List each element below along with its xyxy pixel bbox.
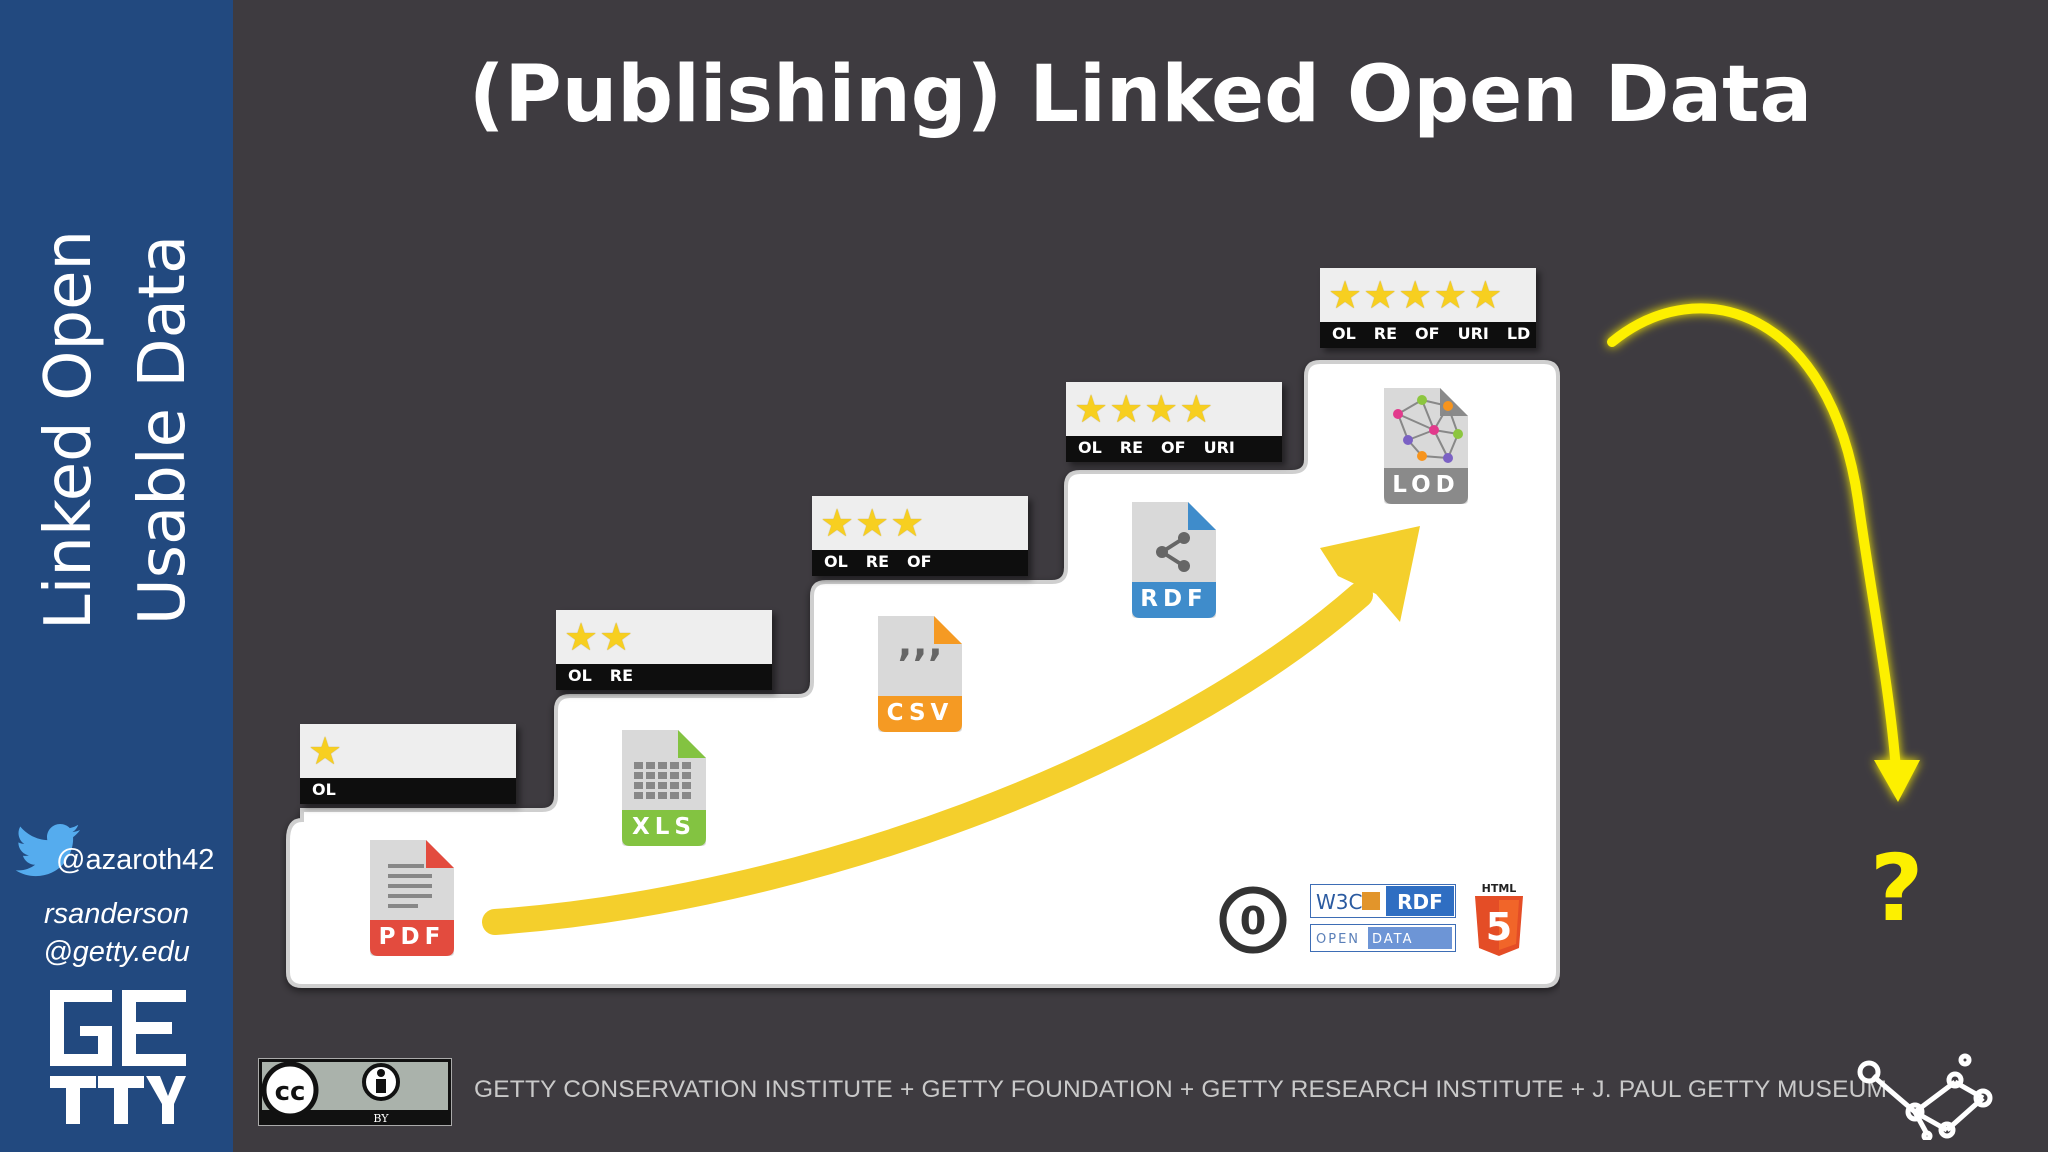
open-label: OPEN: [1316, 932, 1360, 947]
star-icon: ★: [1074, 387, 1109, 431]
star-label: URI: [1203, 438, 1235, 457]
star-rating: ★★: [556, 610, 772, 664]
cc0-public-domain-icon: 0: [1219, 886, 1287, 954]
star-icon: ★: [564, 615, 599, 659]
sidebar-title: Linked Open Usable Data: [16, 130, 216, 730]
share-nodes-icon-graphic: [1132, 502, 1216, 618]
star-label: LD: [1506, 324, 1531, 343]
star-labels: OL RE OF URI LD: [1320, 322, 1536, 348]
star-icon: ★: [1433, 273, 1468, 317]
html5-icon: HTML 5: [1475, 882, 1523, 956]
linked-graph-icon: LOD: [1378, 384, 1474, 506]
file-format-label: CSV: [886, 700, 954, 726]
star-label: OF: [1161, 438, 1186, 457]
html5-number: 5: [1486, 905, 1512, 949]
cc0-label: 0: [1240, 899, 1266, 943]
linked-graph-icon-graphic: [1384, 388, 1468, 504]
open-data-badge: OPEN DATA: [1310, 924, 1456, 952]
network-graph-logo-icon: [1857, 1053, 1993, 1140]
by-label: BY: [373, 1112, 389, 1125]
csv-quotes-icon-graphic: ’’’: [878, 616, 962, 732]
star-rating: ★★★: [812, 496, 1028, 550]
file-format-label: PDF: [378, 924, 446, 950]
star-labels: OL RE: [556, 664, 772, 690]
html-label: HTML: [1482, 882, 1517, 895]
star-labels: OL RE OF URI: [1066, 436, 1282, 462]
star-icon: ★: [1179, 387, 1214, 431]
file-format-label: RDF: [1140, 586, 1208, 612]
star-label: OL: [1078, 438, 1102, 457]
star-box-2: ★★ OL RE: [556, 610, 772, 690]
csv-quotes-icon: ’’’ CSV: [872, 612, 968, 734]
rdf-badge-label: RDF: [1397, 890, 1443, 914]
star-label: RE: [865, 552, 890, 571]
twitter-handle[interactable]: @azaroth42: [56, 844, 215, 876]
data-label: DATA: [1372, 932, 1414, 947]
star-icon: ★: [1363, 273, 1398, 317]
w3c-label: W3C: [1316, 890, 1362, 914]
star-icon: ★: [820, 501, 855, 545]
spreadsheet-icon-graphic: [622, 730, 706, 846]
cc-label: cc: [275, 1077, 306, 1107]
star-label: RE: [1119, 438, 1144, 457]
page-title: (Publishing) Linked Open Data: [468, 50, 1813, 140]
share-nodes-icon: RDF: [1126, 498, 1222, 620]
svg-text:’’’: ’’’: [897, 642, 943, 688]
star-label: OL: [568, 666, 592, 685]
star-rating: ★: [300, 724, 516, 778]
twitter-contact[interactable]: @azaroth42: [14, 822, 224, 882]
star-icon: ★: [1144, 387, 1179, 431]
sidebar: Linked Open Usable Data @azaroth42 rsand…: [0, 0, 233, 1152]
star-icon: ★: [1398, 273, 1433, 317]
getty-logo: [50, 990, 186, 1124]
star-box-1: ★ OL: [300, 724, 516, 804]
star-label: OL: [312, 780, 336, 799]
rising-arrow-head: [1320, 526, 1420, 622]
file-format-label: LOD: [1392, 472, 1460, 498]
star-icon: ★: [308, 729, 343, 773]
star-rating: ★★★★★: [1320, 268, 1536, 322]
institutions-footer: GETTY CONSERVATION INSTITUTE + GETTY FOU…: [474, 1076, 1888, 1103]
star-icon: ★: [599, 615, 634, 659]
w3c-rdf-badge: W3C RDF: [1310, 884, 1456, 918]
star-label: OF: [907, 552, 932, 571]
sidebar-title-line-1: Linked Open: [32, 229, 106, 631]
file-format-label: XLS: [632, 814, 696, 840]
star-label: RE: [609, 666, 634, 685]
spreadsheet-icon: XLS: [616, 726, 712, 848]
question-mark: ?: [1870, 835, 1924, 942]
email-line-2[interactable]: @getty.edu: [43, 936, 190, 968]
pdf-document-icon-graphic: [370, 840, 454, 956]
star-icon: ★: [1328, 273, 1363, 317]
decline-arrow: [1607, 303, 1920, 802]
email-line-1[interactable]: rsanderson: [43, 898, 190, 930]
star-label: OL: [1332, 324, 1356, 343]
cc-by-license-badge[interactable]: cc BY: [258, 1058, 452, 1126]
star-icon: ★: [855, 501, 890, 545]
twitter-bird-icon: [15, 824, 81, 877]
sidebar-title-line-2: Usable Data: [126, 234, 200, 626]
star-rating: ★★★★: [1066, 382, 1282, 436]
star-label: RE: [1373, 324, 1398, 343]
star-label: OL: [824, 552, 848, 571]
star-label: URI: [1457, 324, 1489, 343]
star-icon: ★: [1109, 387, 1144, 431]
rising-arrow-shaft: [482, 582, 1373, 935]
star-icon: ★: [890, 501, 925, 545]
star-labels: OL: [300, 778, 516, 804]
pdf-document-icon: PDF: [364, 836, 460, 958]
star-labels: OL RE OF: [812, 550, 1028, 576]
star-icon: ★: [1468, 273, 1503, 317]
star-label: OF: [1415, 324, 1440, 343]
